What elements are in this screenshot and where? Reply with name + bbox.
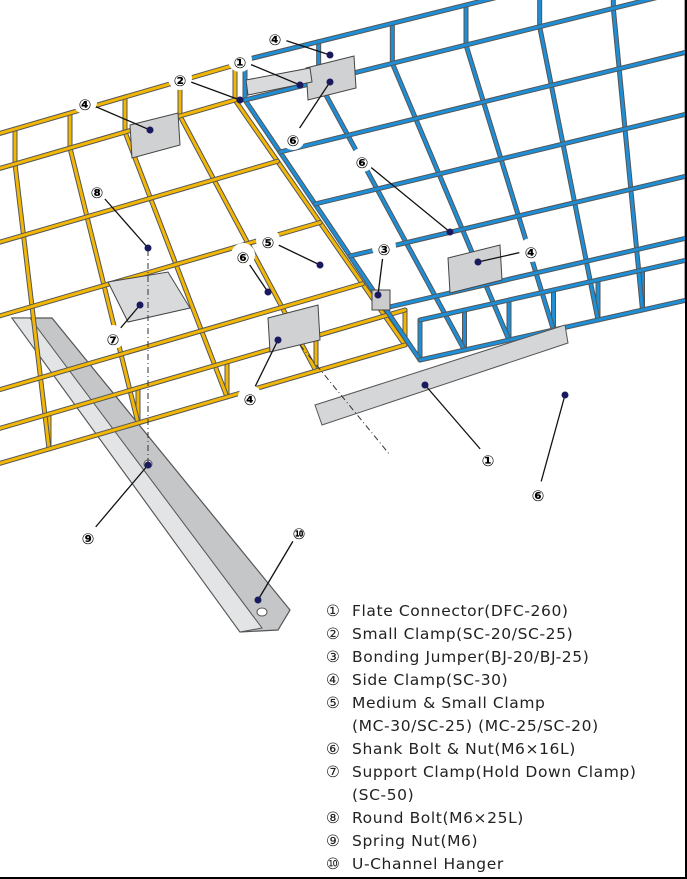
tray-wire: [418, 258, 685, 322]
callout-c3: ③: [372, 235, 396, 299]
bonding-jumper: [371, 289, 391, 311]
legend-text: Shank Bolt & Nut(M6×16L): [352, 740, 576, 758]
callout-label: ⑨: [82, 530, 95, 548]
legend-number: ⑧: [326, 809, 341, 827]
legend-item: ② Small Clamp(SC-20/SC-25): [326, 623, 636, 646]
legend-text: Spring Nut(M6): [352, 832, 479, 850]
tray-wire: [383, 236, 685, 310]
callout-c7: ⑦: [101, 301, 144, 349]
callout-label: ⑥: [356, 154, 369, 172]
legend-number: ⑤: [326, 694, 341, 712]
tray-wire: [278, 50, 685, 154]
callout-label: ④: [525, 244, 538, 262]
u-channel-hanger: [10, 317, 291, 633]
support-clamp: [107, 271, 191, 323]
callout-c2: ②: [168, 66, 244, 104]
callout-c6c: ⑥: [231, 243, 272, 296]
blue-wire-tray: [242, 0, 685, 363]
tray-wire: [611, 6, 644, 312]
callout-label: ⑩: [293, 525, 306, 543]
callout-label: ⑧: [91, 184, 104, 202]
legend-item: ⑧ Round Bolt(M6×25L): [326, 807, 636, 830]
tray-wire: [243, 98, 422, 362]
tray-wire: [0, 97, 238, 171]
flat-connector-bar: [314, 324, 569, 426]
callout-label: ④: [79, 96, 92, 114]
legend-item: ③ Bonding Jumper(BJ-20/BJ-25): [326, 646, 636, 669]
connector-hardware: [107, 55, 569, 465]
tray-wire: [0, 98, 237, 170]
side-clamp: [447, 244, 503, 294]
callout-label: ②: [174, 72, 187, 90]
callout-c5: ⑤: [256, 228, 324, 269]
legend-number: ④: [326, 671, 341, 689]
callout-label: ①: [234, 54, 247, 72]
tray-wire: [317, 80, 466, 352]
callout-label: ⑦: [107, 331, 120, 349]
tray-wire: [313, 112, 685, 206]
side-clamp: [305, 55, 357, 101]
callout-label: ⑤: [262, 234, 275, 252]
callout-c6d: ⑥: [526, 391, 569, 505]
callout-c6b: ⑥: [350, 148, 454, 236]
callout-c1b: ①: [421, 381, 500, 470]
legend-item: ⑦ Support Clamp(Hold Down Clamp): [326, 761, 636, 784]
callout-label: ③: [378, 241, 391, 259]
legend-number: ⑥: [326, 740, 341, 758]
tray-wire: [348, 174, 685, 258]
callout-label: ⑥: [532, 487, 545, 505]
legend-number: ⑩: [326, 855, 341, 873]
legend-item: ⑥ Shank Bolt & Nut(M6×16L): [326, 738, 636, 761]
parts-legend: ① Flate Connector(DFC-260) ② Small Clamp(SC…: [326, 600, 636, 876]
tray-wire: [0, 159, 279, 244]
callout-c4c: ④: [474, 238, 543, 266]
tray-wire: [0, 308, 407, 430]
callout-c1a: ①: [228, 48, 304, 89]
callout-label: ④: [244, 391, 257, 409]
legend-text: Flate Connector(DFC-260): [352, 602, 569, 620]
callout-label: ①: [482, 452, 495, 470]
legend-text: Side Clamp(SC-30): [352, 671, 509, 689]
callout-label: ④: [269, 31, 282, 49]
callout-c8: ⑧: [85, 178, 152, 252]
legend-text: Round Bolt(M6×25L): [352, 809, 524, 827]
legend-text: Bonding Jumper(BJ-20/BJ-25): [352, 648, 590, 666]
tray-wire: [243, 0, 493, 62]
legend-item: ① Flate Connector(DFC-260): [326, 600, 636, 623]
flat-connector-top: [245, 67, 313, 96]
legend-number: ⑨: [326, 832, 341, 850]
legend-text: Medium & Small Clamp: [352, 694, 546, 712]
legend-number: ⑦: [326, 763, 341, 781]
tray-wire: [464, 43, 555, 332]
callout-label: ⑥: [287, 132, 300, 150]
legend-item: ④ Side Clamp(SC-30): [326, 669, 636, 692]
legend-text: Small Clamp(SC-20/SC-25): [352, 625, 574, 643]
tray-wire: [0, 158, 280, 245]
legend-text: Support Clamp(Hold Down Clamp): [352, 763, 637, 781]
legend-text: U-Channel Hanger: [352, 855, 504, 873]
legend-number: ②: [326, 625, 341, 643]
tray-wire: [0, 282, 364, 392]
tray-wire: [538, 25, 600, 322]
legend-text-continued: (SC-50): [352, 786, 415, 804]
side-clamp: [129, 112, 181, 159]
callout-c10: ⑩: [254, 519, 311, 604]
tray-wire: [0, 343, 407, 465]
legend-number: ①: [326, 602, 341, 620]
callout-c6a: ⑥: [281, 78, 334, 150]
legend-item: ⑨ Spring Nut(M6): [326, 830, 636, 853]
callout-c9: ⑨: [76, 461, 152, 548]
tray-wire: [390, 61, 511, 342]
callout-label: ⑥: [237, 249, 250, 267]
callout-c4a: ④: [263, 25, 334, 59]
legend-item: ⑩ U-Channel Hanger: [326, 853, 636, 876]
legend-text-continued: (MC-30/SC-25) (MC-25/SC-20): [352, 717, 599, 735]
callout-c4b: ④: [73, 90, 154, 134]
legend-number: ③: [326, 648, 341, 666]
callout-c4d: ④: [238, 336, 282, 409]
legend-item: ⑤ Medium & Small Clamp: [326, 692, 636, 715]
